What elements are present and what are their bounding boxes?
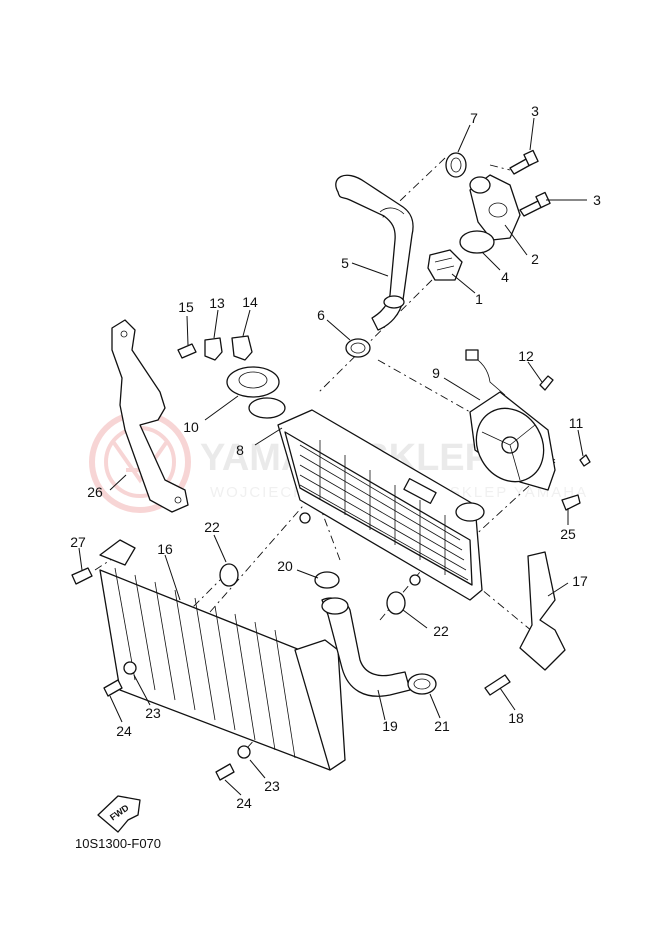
callout-15: 15 [178, 299, 194, 315]
callout-12: 12 [518, 348, 534, 364]
thermostat [427, 249, 463, 281]
callout-11: 11 [569, 415, 584, 431]
callout-1: 1 [475, 291, 483, 307]
callout-24-lower: 24 [236, 795, 252, 811]
callout-4: 4 [501, 269, 509, 285]
hose-clamp-6 [345, 338, 371, 358]
callout-22-right: 22 [433, 623, 449, 639]
screw-12 [539, 375, 554, 391]
grommet-22-right [386, 591, 406, 615]
callout-25: 25 [560, 526, 576, 542]
clip-25 [561, 494, 581, 511]
thermostat-housing [469, 174, 521, 241]
callout-3-lower: 3 [593, 192, 601, 208]
callout-14: 14 [242, 294, 258, 310]
callout-9: 9 [432, 365, 440, 381]
radiator-guard [99, 539, 346, 771]
o-ring [459, 230, 495, 254]
screw-15 [177, 343, 197, 359]
callout-16: 16 [157, 541, 173, 557]
callout-19: 19 [382, 718, 398, 734]
clip-13 [204, 337, 223, 361]
callout-13: 13 [209, 295, 225, 311]
callout-18: 18 [508, 710, 524, 726]
clip-14 [231, 335, 253, 361]
callout-2: 2 [531, 251, 539, 267]
leader-lines [78, 117, 587, 796]
bolt-18 [484, 674, 511, 696]
callout-numbers: 7 3 3 2 4 1 5 6 15 13 14 10 8 9 12 11 25… [70, 103, 601, 811]
callout-6: 6 [317, 307, 325, 323]
callout-20: 20 [277, 558, 293, 574]
radiator-bracket-left [111, 319, 189, 513]
radiator-cap [226, 366, 280, 398]
collar-23-lower [237, 745, 251, 759]
hose-clamp-20 [314, 571, 340, 589]
callout-3-upper: 3 [531, 103, 539, 119]
callout-7: 7 [470, 110, 478, 126]
callout-10: 10 [183, 419, 199, 435]
hose-clamp-21 [407, 673, 437, 695]
grommet-22-left [219, 563, 239, 587]
bolt-3-upper [509, 149, 539, 175]
bolt-24-upper [103, 679, 123, 697]
radiator-bracket-right [519, 551, 566, 671]
bolt-27 [71, 567, 93, 585]
callout-27: 27 [70, 534, 86, 550]
fwd-arrow: FWD [97, 795, 141, 833]
callout-26: 26 [87, 484, 103, 500]
radiator-hose-lower [321, 597, 411, 697]
callout-23-lower: 23 [264, 778, 280, 794]
hose-clamp-7 [445, 152, 467, 178]
radiator-core [248, 397, 485, 601]
callout-21: 21 [434, 718, 450, 734]
radiator-hose-upper [335, 174, 414, 331]
screw-11 [579, 454, 591, 467]
callout-24-upper: 24 [116, 723, 132, 739]
callout-23-upper: 23 [145, 705, 161, 721]
callout-5: 5 [341, 255, 349, 271]
bolt-24-lower [215, 763, 235, 781]
callout-17: 17 [572, 573, 588, 589]
figure-code: 10S1300-F070 [75, 836, 161, 851]
collar-23-upper [123, 661, 137, 675]
callout-22-left: 22 [204, 519, 220, 535]
callout-8: 8 [236, 442, 244, 458]
cooling-fan [465, 349, 556, 491]
bolt-3-lower [519, 191, 551, 217]
